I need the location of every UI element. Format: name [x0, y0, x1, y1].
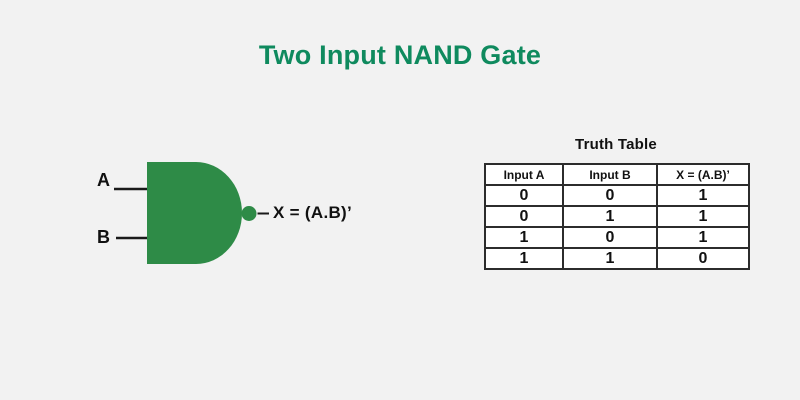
cell-x: 1 [656, 226, 750, 249]
cell-x: 1 [656, 205, 750, 228]
cell-x: 0 [656, 247, 750, 270]
table-row: 0 0 1 [484, 184, 750, 207]
header-input-a: Input A [484, 163, 564, 186]
output-expression-label: X = (A.B)’ [273, 203, 353, 222]
cell-a: 0 [484, 205, 564, 228]
cell-b: 1 [562, 205, 658, 228]
input-b-label: B [97, 227, 110, 247]
table-row: 1 1 0 [484, 247, 750, 270]
cell-a: 1 [484, 226, 564, 249]
input-a-label: A [97, 170, 110, 190]
table-row: 0 1 1 [484, 205, 750, 228]
cell-a: 1 [484, 247, 564, 270]
truth-table-header-row: Input A Input B X = (A.B)’ [484, 163, 750, 186]
cell-b: 0 [562, 226, 658, 249]
inversion-bubble-icon [241, 206, 257, 221]
nand-gate-body [147, 162, 242, 264]
truth-table-title: Truth Table [575, 136, 657, 153]
cell-b: 0 [562, 184, 658, 207]
truth-table: Input A Input B X = (A.B)’ 0 0 1 0 1 1 1 [484, 163, 750, 270]
header-input-b: Input B [562, 163, 658, 186]
cell-b: 1 [562, 247, 658, 270]
header-output: X = (A.B)’ [656, 163, 750, 186]
cell-a: 0 [484, 184, 564, 207]
table-row: 1 0 1 [484, 226, 750, 249]
cell-x: 1 [656, 184, 750, 207]
truth-table-section: Truth Table Input A Input B X = (A.B)’ 0… [484, 136, 750, 270]
page-title: Two Input NAND Gate [258, 40, 542, 70]
